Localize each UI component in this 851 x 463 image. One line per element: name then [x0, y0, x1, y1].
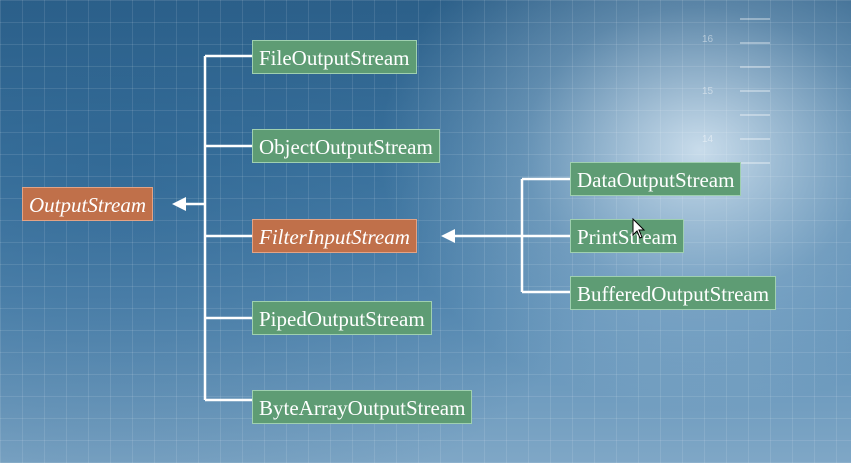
background-ruler: 16 15 14 [700, 10, 780, 170]
node-filterinputstream: FilterInputStream [252, 219, 417, 253]
arrowhead-icon [172, 197, 186, 211]
ruler-label: 16 [702, 34, 714, 45]
node-objectoutputstream: ObjectOutputStream [252, 129, 440, 163]
node-dataoutputstream: DataOutputStream [570, 162, 742, 196]
ruler-label: 15 [702, 86, 714, 97]
ruler-label: 14 [702, 134, 714, 145]
node-fileoutputstream: FileOutputStream [252, 40, 417, 74]
mouse-pointer-icon [632, 218, 646, 239]
arrowhead-icon [441, 229, 455, 243]
node-bytearrayoutputstream: ByteArrayOutputStream [252, 390, 473, 424]
node-bufferedoutputstream: BufferedOutputStream [570, 276, 777, 310]
node-outputstream: OutputStream [22, 187, 154, 221]
node-printstream: PrintStream [570, 219, 685, 253]
node-pipedoutputstream: PipedOutputStream [252, 301, 432, 335]
